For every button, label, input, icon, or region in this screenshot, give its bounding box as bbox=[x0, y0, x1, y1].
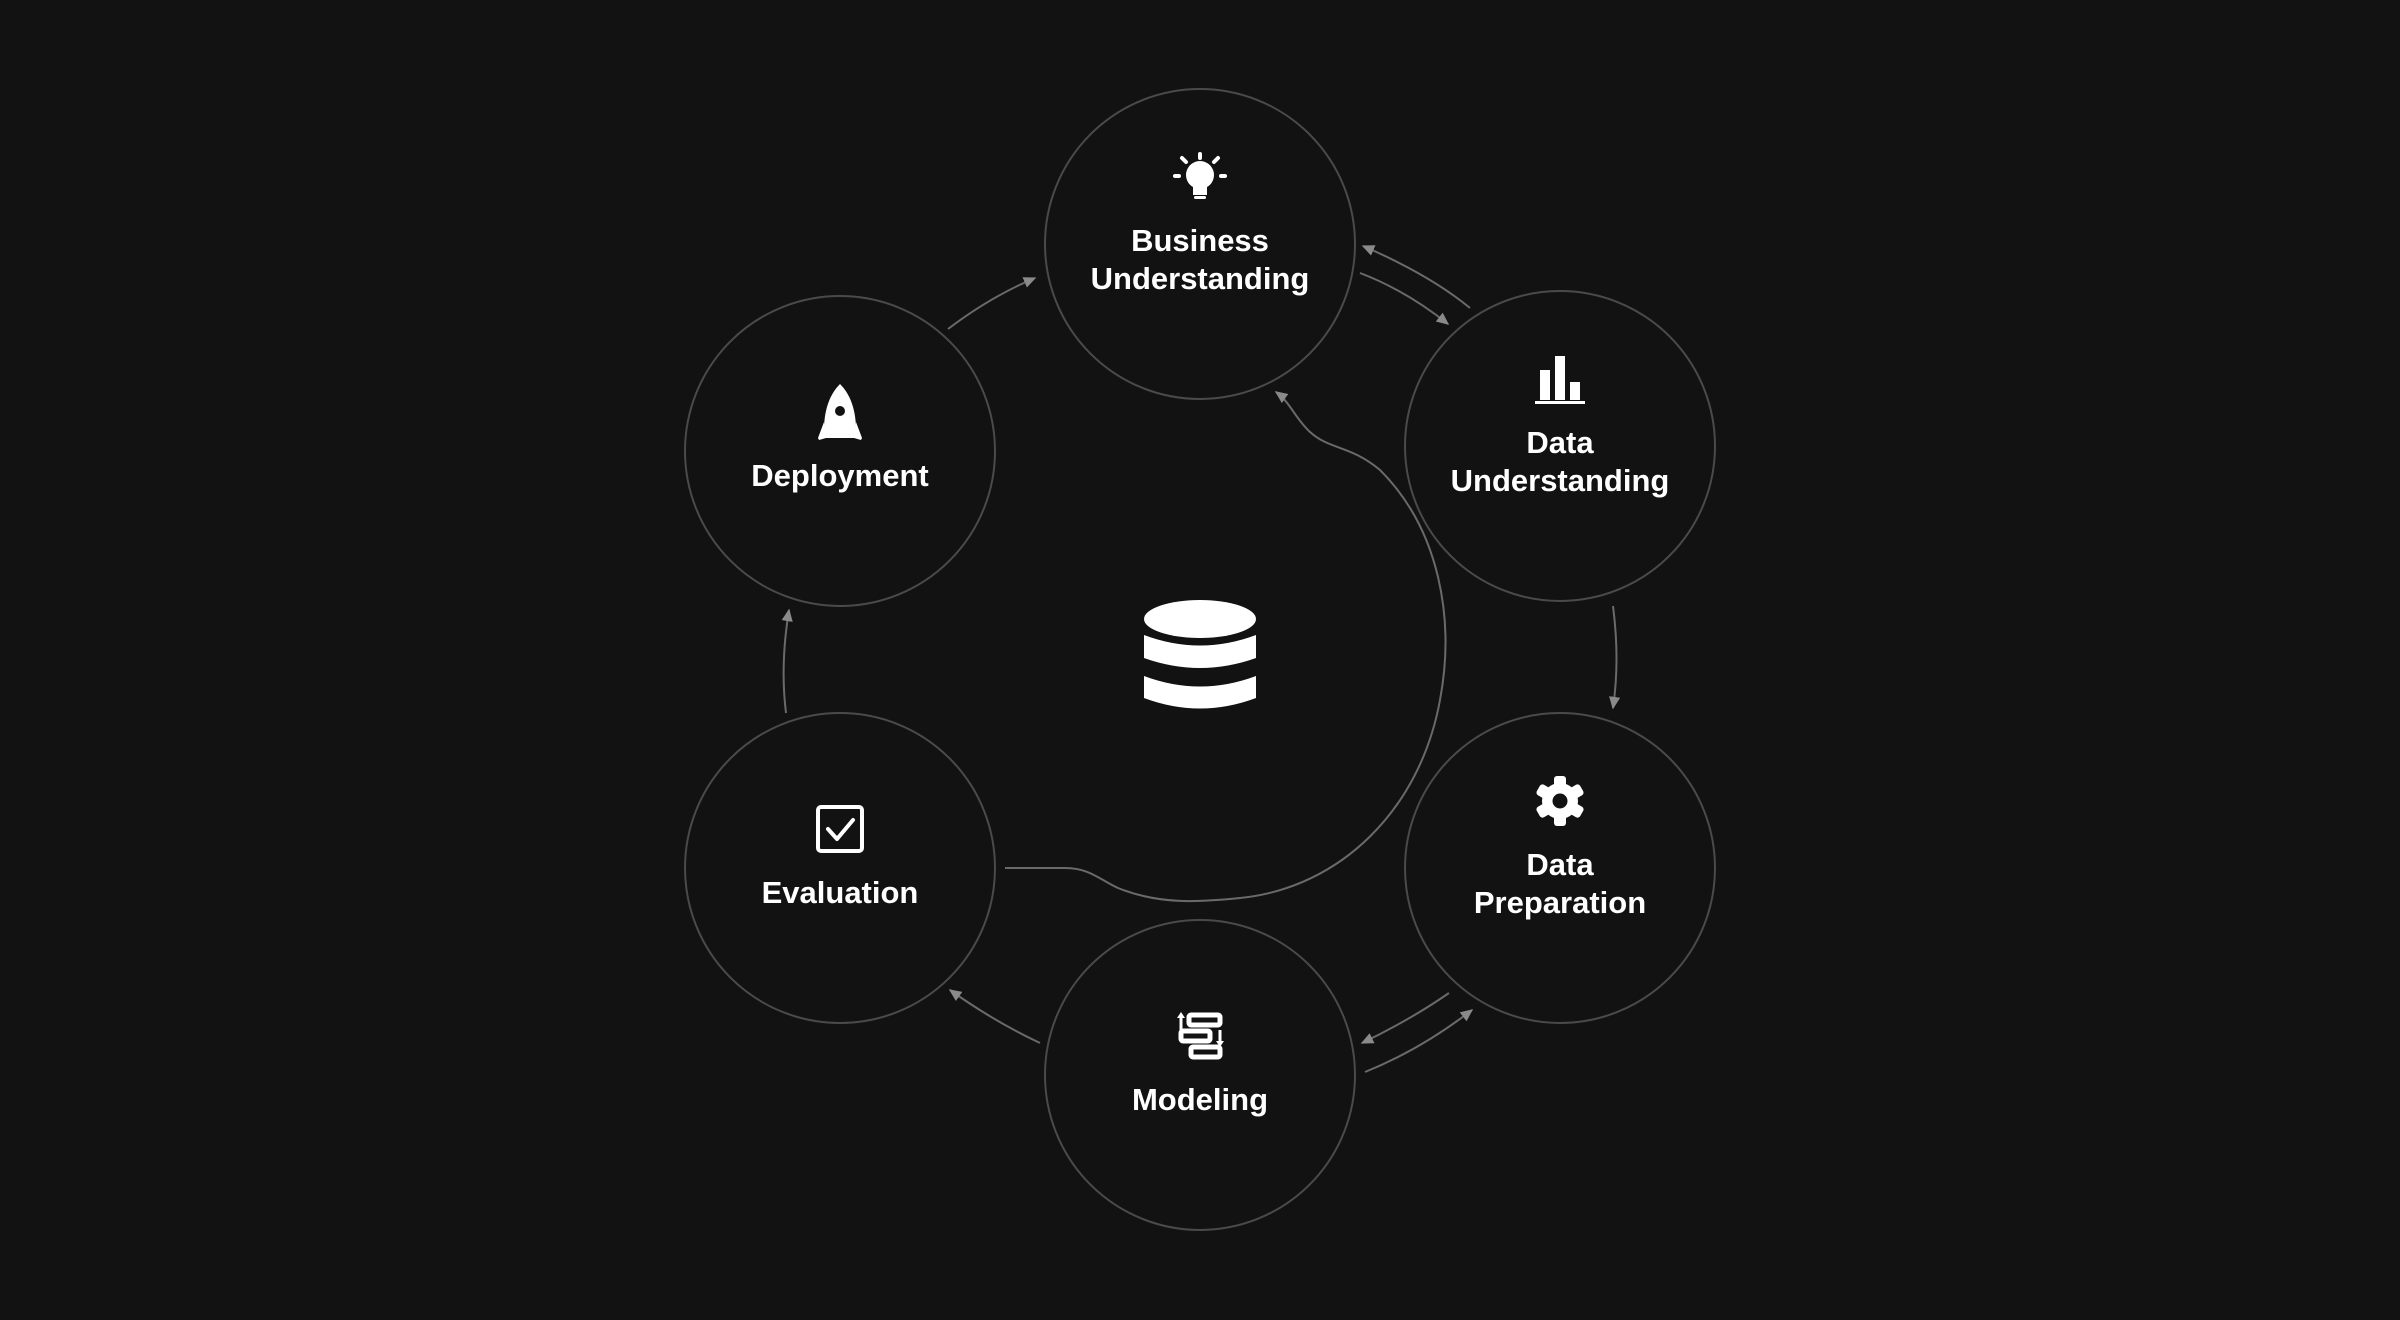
connector-deployment-to-business bbox=[947, 277, 1037, 330]
node-circle bbox=[1044, 919, 1356, 1231]
node-business-understanding: Business Understanding bbox=[1044, 88, 1356, 400]
node-data-understanding: Data Understanding bbox=[1404, 290, 1716, 602]
node-deployment: Deployment bbox=[684, 295, 996, 607]
node-modeling: Modeling bbox=[1044, 919, 1356, 1231]
node-label-line: Data bbox=[1526, 425, 1594, 460]
connector-modeling-to-evaluation bbox=[948, 989, 1041, 1044]
node-label-line: Understanding bbox=[1091, 261, 1310, 296]
node-label-line: Modeling bbox=[1132, 1082, 1268, 1117]
rocket-icon bbox=[818, 384, 862, 440]
connector-data-preparation-to-modeling bbox=[1360, 992, 1450, 1044]
checkbox-icon bbox=[816, 805, 864, 853]
node-circle bbox=[1404, 290, 1716, 602]
connector-data-understanding-to-business bbox=[1361, 245, 1471, 309]
node-label-line: Data bbox=[1526, 847, 1594, 882]
node-circle bbox=[684, 295, 996, 607]
node-evaluation: Evaluation bbox=[684, 712, 996, 1024]
node-label-line: Understanding bbox=[1451, 463, 1670, 498]
database-icon bbox=[1144, 600, 1256, 709]
bar-chart-icon bbox=[1535, 356, 1585, 404]
gear-icon bbox=[1536, 776, 1584, 826]
connectors bbox=[781, 245, 1621, 1073]
node-circle bbox=[1404, 712, 1716, 1024]
connector-modeling-to-data-preparation bbox=[1364, 1009, 1474, 1073]
node-label-line: Business bbox=[1131, 223, 1269, 258]
node-label-line: Deployment bbox=[751, 458, 928, 493]
modeling-icon bbox=[1177, 1012, 1224, 1060]
node-data-preparation: Data Preparation bbox=[1404, 712, 1716, 1024]
node-label-line: Evaluation bbox=[762, 875, 919, 910]
lightbulb-icon bbox=[1173, 152, 1227, 199]
node-circle bbox=[1044, 88, 1356, 400]
node-label-line: Preparation bbox=[1474, 885, 1646, 920]
node-circle bbox=[684, 712, 996, 1024]
connector-business-to-data-understanding bbox=[1359, 272, 1450, 325]
connector-evaluation-to-business bbox=[1005, 391, 1447, 903]
connector-evaluation-to-deployment bbox=[781, 608, 793, 714]
connector-data-understanding-to-data-preparation bbox=[1609, 605, 1621, 710]
